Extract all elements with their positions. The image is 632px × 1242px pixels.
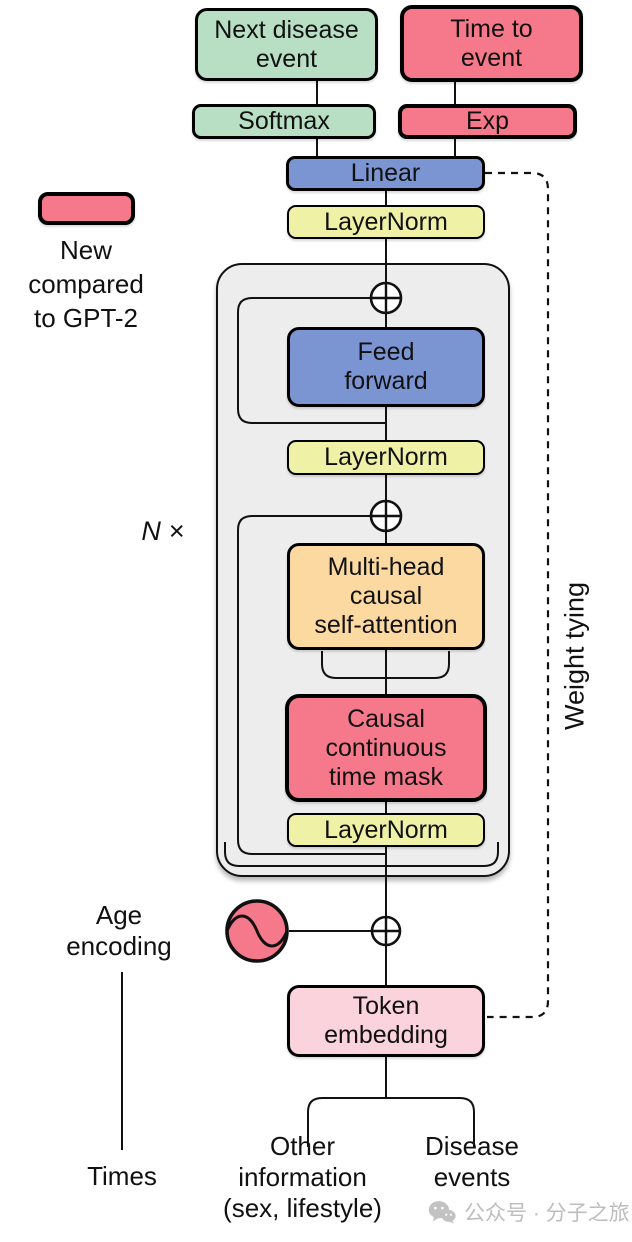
n-times-label: N× bbox=[128, 516, 198, 547]
weight-tying-label: Weight tying bbox=[559, 581, 590, 731]
other-information-line: information bbox=[238, 1162, 367, 1192]
box-label-line: Token bbox=[352, 992, 420, 1020]
age-encoding-label: Age encoding bbox=[39, 900, 199, 962]
box-label-line: continuous bbox=[325, 733, 447, 762]
box-label: Linear bbox=[350, 159, 421, 187]
linear-box: Linear bbox=[286, 156, 485, 191]
legend-caption-line: New bbox=[59, 235, 112, 265]
disease-events-line: Disease bbox=[425, 1131, 519, 1161]
legend-caption: New compared to GPT-2 bbox=[6, 233, 166, 335]
watermark: 公众号 · 分子之旅 bbox=[428, 1197, 630, 1227]
age-encoding-wave-icon bbox=[225, 899, 289, 963]
time-to-event-box: Time to event bbox=[400, 5, 583, 82]
box-label-line: time mask bbox=[329, 762, 443, 791]
adder-circle-embedding bbox=[370, 915, 402, 947]
next-disease-event-box: Next disease event bbox=[195, 8, 378, 81]
layernorm-mid-box: LayerNorm bbox=[287, 440, 485, 475]
box-label: Softmax bbox=[238, 107, 330, 135]
other-information-line: Other bbox=[269, 1131, 336, 1161]
box-label-line: Feed bbox=[357, 338, 415, 366]
box-label: Exp bbox=[465, 107, 510, 135]
causal-time-mask-box: Causal continuous time mask bbox=[285, 694, 487, 802]
weight-tying-dashed-line bbox=[485, 171, 550, 1019]
feed-forward-box: Feed forward bbox=[287, 327, 485, 407]
adder-circle-middle bbox=[369, 499, 403, 533]
inputs-bracket bbox=[307, 1097, 475, 1147]
box-label-line: Multi-head bbox=[327, 553, 445, 581]
box-label: LayerNorm bbox=[324, 815, 448, 844]
legend-new-swatch bbox=[38, 192, 135, 225]
box-label-line: Causal bbox=[347, 704, 425, 733]
box-label-line: causal bbox=[349, 582, 423, 610]
layernorm-final-box: LayerNorm bbox=[287, 205, 485, 239]
n-symbol: N bbox=[141, 516, 161, 546]
residual-loop-feedforward bbox=[237, 297, 386, 424]
legend-caption-line: compared bbox=[28, 269, 144, 299]
adder-circle-top bbox=[369, 281, 403, 315]
disease-events-label: Disease events bbox=[392, 1131, 552, 1193]
age-encoding-line: Age bbox=[95, 900, 143, 930]
watermark-text: 公众号 · 分子之旅 bbox=[464, 1202, 630, 1225]
multi-head-attention-box: Multi-head causal self-attention bbox=[287, 543, 485, 650]
box-label-line: event bbox=[460, 43, 523, 72]
layernorm-input-box: LayerNorm bbox=[287, 813, 485, 847]
times-label: Times bbox=[87, 1161, 157, 1191]
box-label-line: Next disease bbox=[214, 15, 359, 44]
box-label-line: Time to bbox=[450, 14, 533, 43]
residual-loop-attention bbox=[237, 515, 386, 855]
token-embedding-box: Token embedding bbox=[287, 985, 485, 1057]
box-label: LayerNorm bbox=[324, 207, 448, 236]
box-label-line: embedding bbox=[324, 1021, 448, 1049]
wechat-icon bbox=[428, 1201, 456, 1224]
box-label-line: event bbox=[255, 44, 318, 73]
softmax-box: Softmax bbox=[192, 104, 376, 139]
disease-events-line: events bbox=[433, 1162, 511, 1192]
box-label-line: self-attention bbox=[314, 611, 458, 639]
box-label: LayerNorm bbox=[324, 443, 448, 471]
age-encoding-line: encoding bbox=[66, 931, 172, 961]
box-label-line: forward bbox=[344, 367, 428, 395]
other-information-label: Other information (sex, lifestyle) bbox=[210, 1131, 395, 1224]
block-inner-bottom-outline bbox=[224, 842, 499, 867]
exp-box: Exp bbox=[398, 104, 577, 139]
multiply-symbol: × bbox=[168, 516, 185, 546]
other-information-line: (sex, lifestyle) bbox=[223, 1193, 382, 1223]
mask-to-attention-bracket bbox=[321, 651, 450, 679]
legend-caption-line: to GPT-2 bbox=[33, 303, 139, 333]
